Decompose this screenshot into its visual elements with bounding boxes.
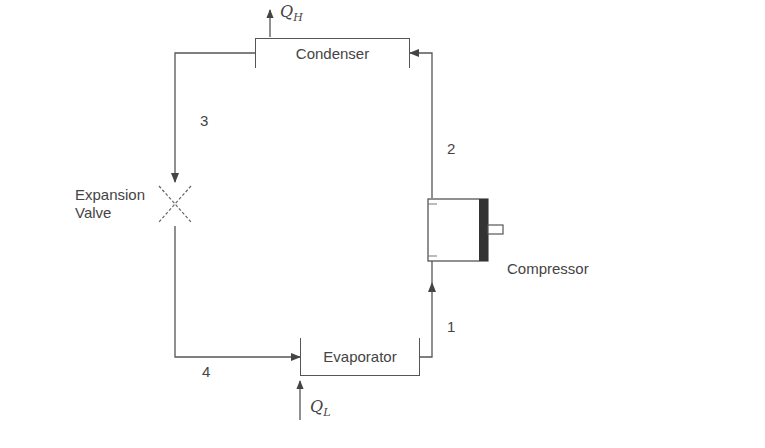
- heat-in-arrow: [299, 381, 300, 420]
- expansion-valve: Expansion Valve: [75, 182, 195, 226]
- component-name: Evaporator: [323, 348, 396, 366]
- valve-symbol: [155, 182, 195, 226]
- flow-line: [175, 53, 255, 182]
- state-number: 4: [200, 363, 212, 381]
- component-name: Expansion Valve: [75, 186, 149, 222]
- condenser-box: Condenser: [255, 38, 410, 68]
- state-number: 1: [445, 318, 457, 336]
- evaporator-box: Evaporator: [300, 338, 420, 376]
- heat-out-arrow: [269, 10, 270, 37]
- flow-line: [175, 226, 300, 357]
- compressor-piston: Compressor: [425, 198, 593, 283]
- compressor-symbol: [425, 198, 505, 283]
- heat-symbol: QH: [278, 3, 305, 23]
- state-number: 3: [198, 112, 210, 130]
- state-number: 2: [445, 140, 457, 158]
- heat-symbol: QL: [308, 398, 332, 418]
- flow-line: [410, 53, 432, 198]
- flow-line: [420, 283, 432, 357]
- component-name: Condenser: [296, 45, 369, 63]
- component-name: Compressor: [507, 260, 589, 278]
